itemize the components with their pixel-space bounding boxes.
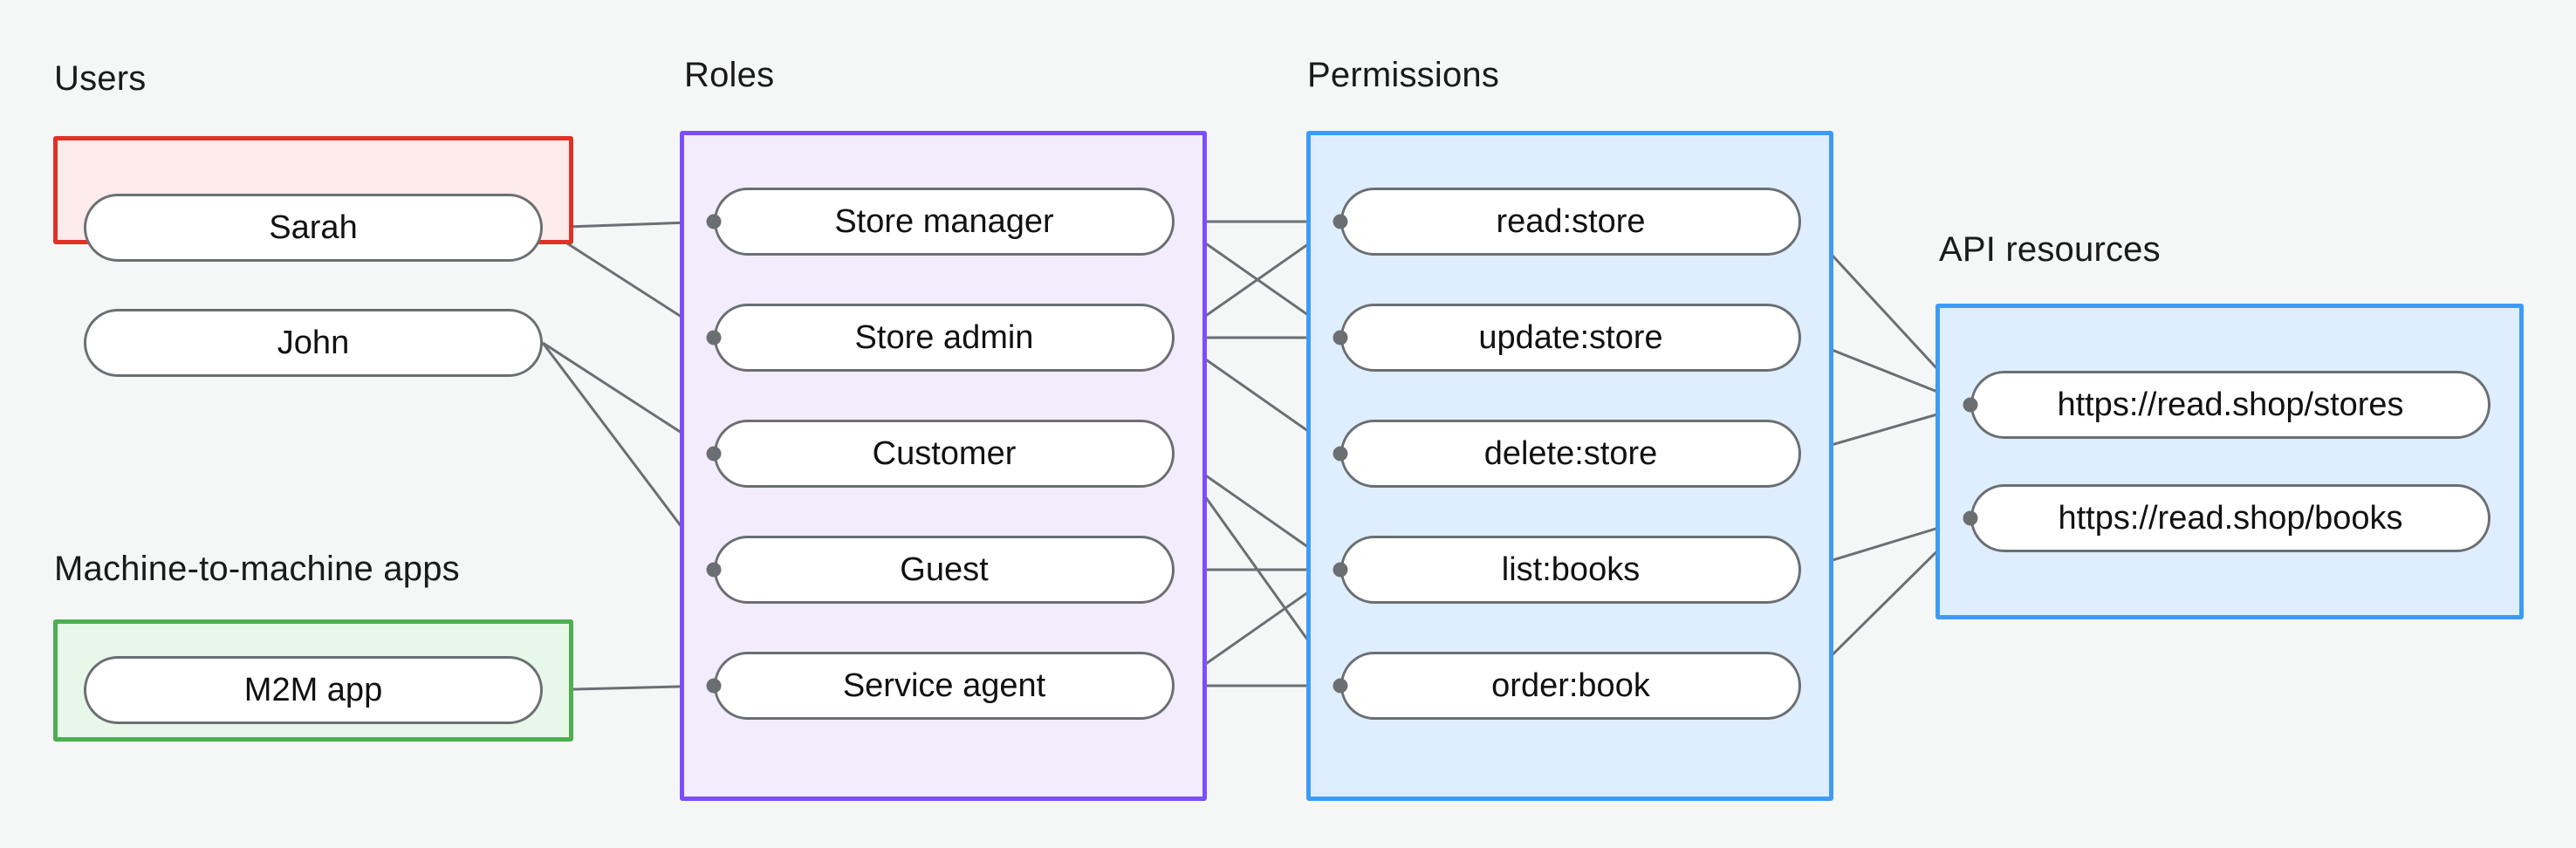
group-title-roles: Roles <box>684 56 775 94</box>
node-label: M2M app <box>243 671 383 708</box>
group-title-users: Users <box>54 59 147 98</box>
node-label: John <box>277 324 350 361</box>
connection-port-store_admin <box>706 330 722 345</box>
group-title-api_resources: API resources <box>1939 230 2161 269</box>
node-res_stores[interactable]: https://read.shop/stores <box>1970 371 2490 439</box>
node-store_admin[interactable]: Store admin <box>714 304 1175 372</box>
node-update_store[interactable]: update:store <box>1340 304 1801 372</box>
node-order_book[interactable]: order:book <box>1340 652 1801 720</box>
node-list_books[interactable]: list:books <box>1340 536 1801 604</box>
connection-port-res_stores <box>1963 397 1978 413</box>
node-delete_store[interactable]: delete:store <box>1340 420 1801 488</box>
node-store_manager[interactable]: Store manager <box>714 188 1175 256</box>
node-res_books[interactable]: https://read.shop/books <box>1970 484 2490 552</box>
node-label: order:book <box>1491 667 1650 704</box>
connection-port-delete_store <box>1333 446 1348 462</box>
node-label: https://read.shop/books <box>2058 499 2403 537</box>
node-label: Sarah <box>269 209 358 246</box>
connection-port-customer <box>706 446 722 462</box>
group-title-permissions: Permissions <box>1307 56 1500 94</box>
node-label: Customer <box>872 434 1017 472</box>
connection-port-list_books <box>1333 562 1348 578</box>
node-label: update:store <box>1478 318 1663 356</box>
node-m2m_app[interactable]: M2M app <box>84 656 543 724</box>
connection-port-read_store <box>1333 214 1348 229</box>
group-box-api_resources <box>1935 304 2524 619</box>
node-read_store[interactable]: read:store <box>1340 188 1801 256</box>
node-label: read:store <box>1496 202 1646 240</box>
node-label: delete:store <box>1483 434 1658 472</box>
connection-port-order_book <box>1333 678 1348 694</box>
connection-port-update_store <box>1333 330 1348 345</box>
node-label: Service agent <box>842 667 1046 704</box>
node-customer[interactable]: Customer <box>714 420 1175 488</box>
node-label: list:books <box>1501 551 1641 588</box>
group-title-machine_to_machine: Machine-to-machine apps <box>54 550 460 588</box>
connection-port-service_agent <box>706 678 722 694</box>
node-label: Guest <box>900 551 989 588</box>
node-service_agent[interactable]: Service agent <box>714 652 1175 720</box>
connection-port-store_manager <box>706 214 722 229</box>
node-label: https://read.shop/stores <box>2057 386 2404 423</box>
connection-port-guest <box>706 562 722 578</box>
node-guest[interactable]: Guest <box>714 536 1175 604</box>
connection-port-res_books <box>1963 510 1978 526</box>
node-label: Store manager <box>834 202 1054 240</box>
node-sarah[interactable]: Sarah <box>84 194 543 262</box>
node-john[interactable]: John <box>84 309 543 377</box>
node-label: Store admin <box>854 318 1034 356</box>
